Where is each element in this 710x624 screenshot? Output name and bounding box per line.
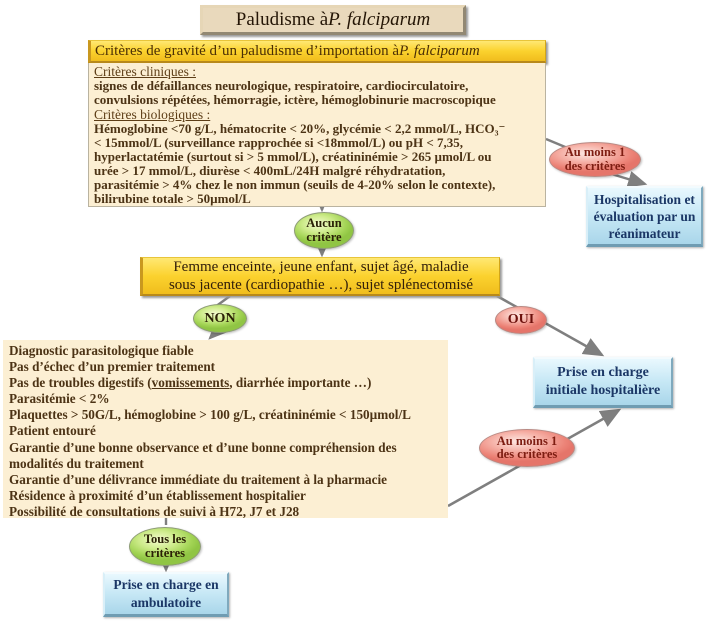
ambulatory-criteria-line: Garantie d’une délivrance immédiate du t…	[9, 471, 387, 487]
biological-criteria-line: bilirubine totale > 50µmol/L	[94, 191, 251, 206]
ambulatory-criteria-line-digestive: Pas de troubles digestifs (vomissements,…	[9, 375, 442, 391]
decision-au-moins-1-top: Au moins 1 des critères	[549, 142, 641, 177]
ambulatory-criteria-line: modalités du traitement	[9, 455, 144, 471]
ambulatory-criteria-line: Parasitémie < 2%	[9, 391, 110, 407]
decision-tous-criteres: Tous les critères	[129, 527, 201, 566]
ambulatory-criteria-line: Garantie d’une bonne observance et d’une…	[9, 439, 397, 455]
ambulatory-criteria-line: Possibilité de consultations de suivi à …	[9, 503, 300, 518]
title-species-italic: P. falciparum	[328, 9, 431, 30]
outcome-initial-hospital-box: Prise en charge initiale hospitalière	[533, 357, 673, 408]
risk-factors-line: Femme enceinte, jeune enfant, sujet âgé,…	[173, 259, 469, 275]
clinical-criteria-line: signes de défaillances neurologique, res…	[94, 78, 469, 93]
decision-text: OUI	[507, 312, 535, 327]
digestive-post: , diarrhée importante …)	[229, 375, 372, 391]
digestive-underlined: vomissements	[151, 375, 230, 391]
title-text: Paludisme à	[235, 9, 329, 30]
outcome-ambulatory-box: Prise en charge en ambulatoire	[103, 572, 229, 617]
outcome-hospitalisation-box: Hospitalisation et évaluation par un réa…	[586, 186, 703, 247]
decision-text: critère	[306, 229, 342, 244]
decision-text: Aucun	[306, 216, 342, 230]
decision-text: Tous les	[143, 532, 187, 546]
biological-criteria-line: < 15mmol/L (surveillance rapprochée si <…	[94, 135, 464, 150]
biological-criteria-line: urée > 17 mmol/L, diurèse < 400mL/24H ma…	[94, 163, 446, 178]
decision-au-moins-1-bottom: Au moins 1 des critères	[479, 429, 575, 467]
severity-header-species-italic: P. falciparum	[399, 42, 480, 59]
ambulatory-criteria-line: Plaquettes > 50G/L, hémoglobine > 100 g/…	[9, 407, 411, 423]
outcome-text: Prise en charge initiale hospitalière	[545, 365, 661, 398]
biological-criteria-line: parasitémie > 4% chez le non immun (seui…	[94, 177, 496, 192]
ambulatory-criteria-line: Pas d’échec d’un premier traitement	[9, 359, 216, 375]
page-title: Paludisme à P. falciparum	[200, 5, 466, 35]
decision-text: NON	[204, 310, 236, 326]
ambulatory-criteria-line: Patient entouré	[9, 423, 96, 439]
ambulatory-criteria-line: Résidence à proximité d’un établissement…	[9, 487, 306, 503]
risk-factors-line: sous jacente (cardiopathie …), sujet spl…	[168, 277, 474, 293]
decision-oui: OUI	[495, 306, 547, 334]
digestive-pre: Pas de troubles digestifs (	[9, 375, 152, 391]
decision-text: critères	[144, 545, 185, 560]
clinical-criteria-line: convulsions répétées, hémorragie, ictère…	[94, 92, 496, 107]
outcome-text: Hospitalisation et évaluation par un réa…	[593, 191, 696, 241]
outcome-text: Prise en charge en ambulatoire	[113, 577, 219, 610]
risk-factors-box: Femme enceinte, jeune enfant, sujet âgé,…	[140, 257, 500, 296]
arrow-risk-oui-to-initial	[496, 294, 605, 357]
decision-non: NON	[193, 304, 247, 333]
decision-aucun-critere: Aucun critère	[294, 212, 354, 249]
clinical-criteria-label: Critères cliniques :	[94, 64, 196, 79]
biological-criteria-label: Critères biologiques :	[94, 107, 211, 122]
severity-criteria-box: Critères cliniques : signes de défaillan…	[88, 63, 546, 207]
severity-header-text: Critères de gravité d’un paludisme d’imp…	[95, 42, 400, 59]
biological-criteria-line: Hémoglobine <70 g/L, hématocrite < 20%, …	[94, 121, 506, 136]
decision-text: Au moins 1	[564, 145, 626, 159]
decision-text: des critères	[564, 158, 626, 173]
decision-text: des critères	[496, 447, 558, 461]
ambulatory-criteria-box: Diagnostic parasitologique fiable Pas d’…	[3, 340, 448, 518]
ambulatory-criteria-line: Diagnostic parasitologique fiable	[9, 343, 194, 358]
decision-text: Au moins 1	[496, 433, 558, 448]
biological-criteria-line: hyperlactatémie (surtout si > 5 mmol/L),…	[94, 149, 492, 164]
severity-header: Critères de gravité d’un paludisme d’imp…	[88, 40, 546, 63]
